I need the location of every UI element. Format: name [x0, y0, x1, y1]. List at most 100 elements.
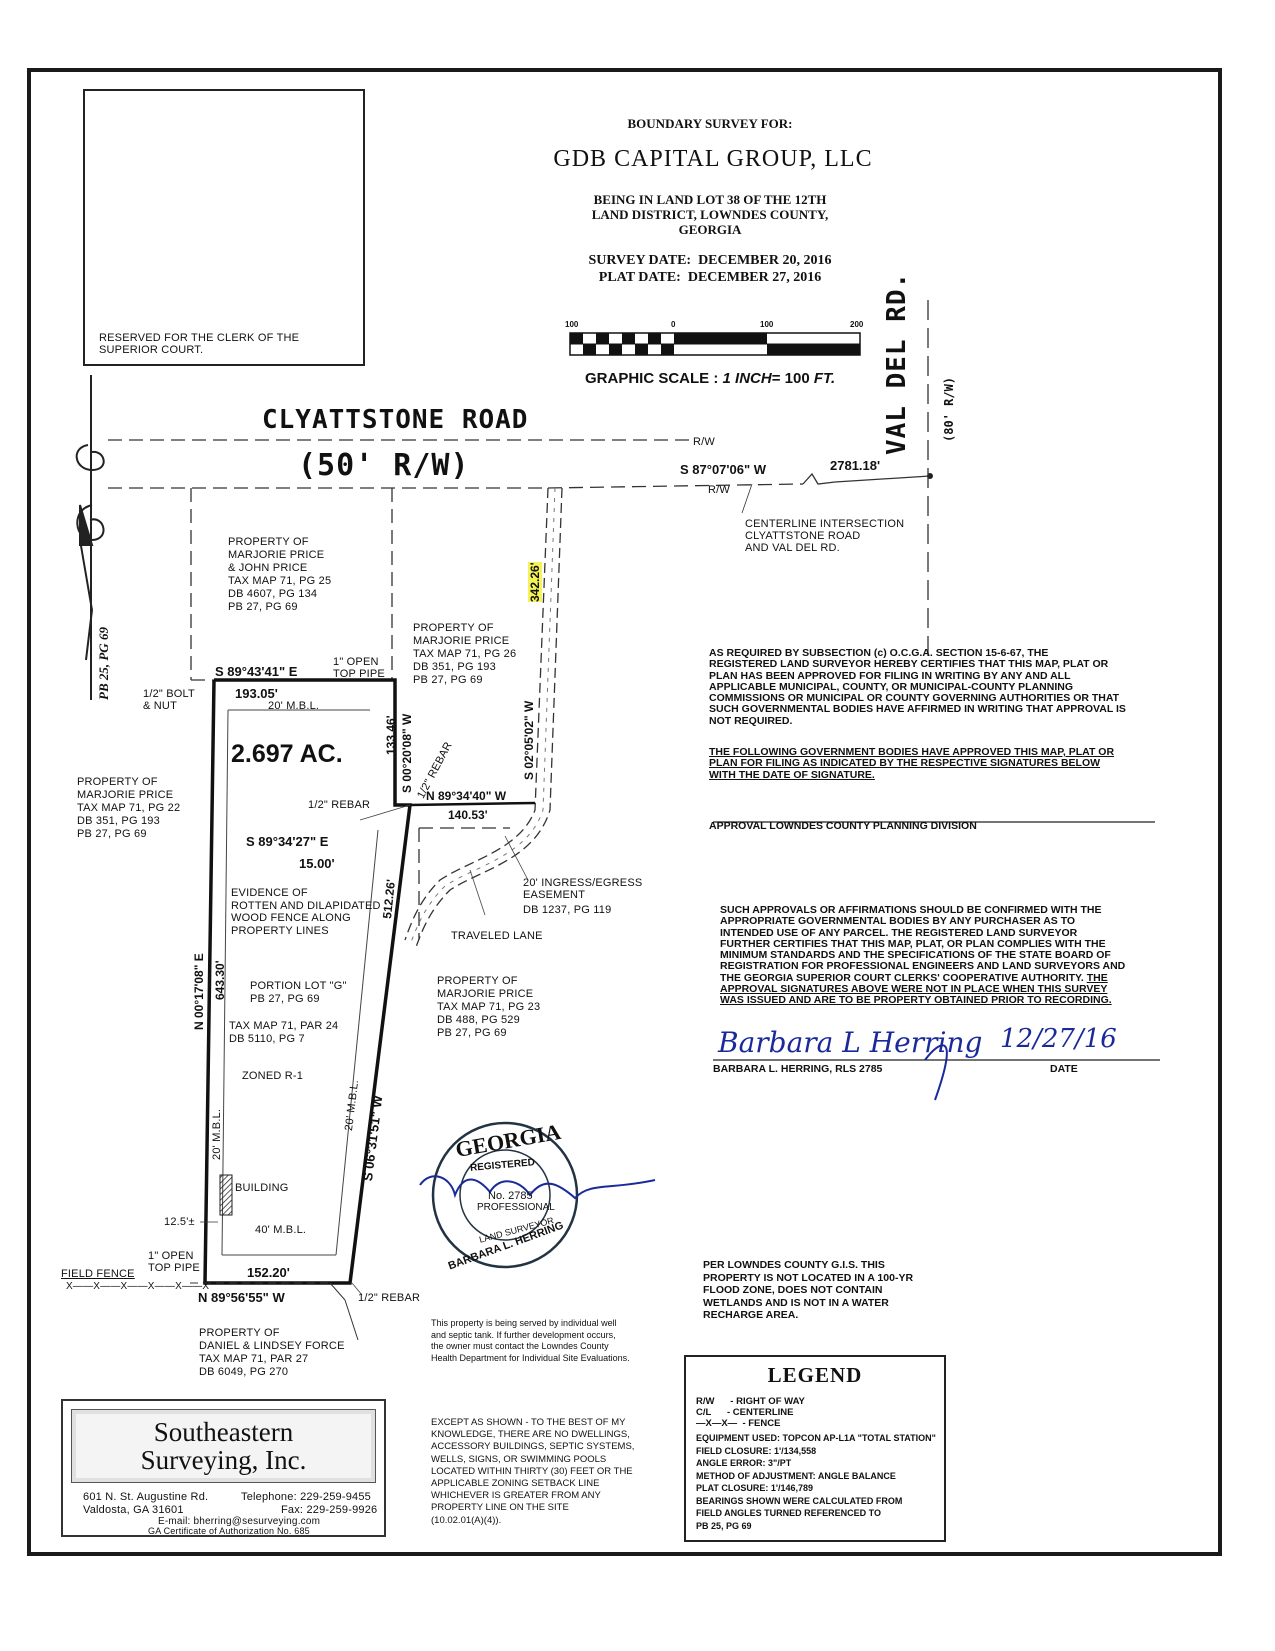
parcel-west-line: PROPERTY OF [77, 776, 158, 788]
scale-label-100: 100 [760, 320, 774, 329]
cert-line: PLAN FOR FILING AS INDICATED BY THE RESP… [709, 757, 1101, 770]
centerline-leader [741, 483, 753, 514]
parcel-northeast-line: TAX MAP 71, PG 26 [413, 648, 517, 660]
road-row-clyattstone: (50' R/W) [298, 448, 470, 483]
certification-paragraph-1: AS REQUIRED BY SUBSECTION (c) O.C.G.A. S… [709, 647, 1126, 727]
parcel-west: PROPERTY OF MARJORIE PRICE TAX MAP 71, P… [77, 776, 180, 841]
parcel-northeast-line: PROPERTY OF [413, 622, 494, 634]
flood-zone-note: PER LOWNDES COUNTY G.I.S. THIS PROPERTY … [703, 1259, 913, 1322]
parcel-northeast-line: DB 351, PG 193 [413, 661, 496, 673]
easement-distance: 342.26' [528, 562, 542, 602]
survey-for-heading: BOUNDARY SURVEY FOR: [627, 116, 793, 131]
jog-bearing: N 89°34'40" W [426, 789, 507, 803]
parcel-west-line: DB 351, PG 193 [77, 815, 160, 827]
cert-line: INTENDED USE OF ANY PARCEL. THE REGISTER… [720, 926, 1078, 939]
parcel-northeast-line: MARJORIE PRICE [413, 635, 510, 647]
legend-line: FIELD ANGLES TURNED REFERENCED TO [696, 1508, 882, 1518]
flood-line: FLOOD ZONE, DOES NOT CONTAIN [703, 1284, 883, 1296]
cert-line: REGISTERED LAND SURVEYOR HEREBY CERTIFIE… [709, 658, 1109, 671]
field-fence-label: FIELD FENCE [61, 1268, 135, 1280]
company-logo-panel: Southeastern Surveying, Inc. [71, 1409, 376, 1483]
parcel-south-line: DANIEL & LINDSEY FORCE [199, 1340, 345, 1352]
scale-label-100-left: 100 [565, 320, 579, 329]
acreage: 2.697 AC. [231, 740, 343, 768]
parcel-north-line: PB 27, PG 69 [228, 601, 298, 613]
legend-line: PLAT CLOSURE: 1'/146,789 [696, 1483, 814, 1493]
tax-map-2: DB 5110, PG 7 [229, 1033, 305, 1045]
cert-line: WAS ISSUED AND ARE TO BE PROPERTY OBTAIN… [720, 994, 1112, 1007]
fence-note-4: PROPERTY LINES [231, 925, 329, 937]
flood-line: WETLANDS AND IS NOT IN A WATER [703, 1296, 889, 1309]
fence-note-2: ROTTEN AND DILAPIDATED [231, 900, 381, 912]
easement-note-3: DB 1237, PG 119 [523, 904, 612, 916]
traveled-lane-label: TRAVELED LANE [451, 930, 543, 942]
legend-rw: R/W - RIGHT OF WAY [696, 1396, 805, 1407]
legend-line: ANGLE ERROR: 3"/PT [696, 1458, 792, 1468]
parcel-north: PROPERTY OF MARJORIE PRICE & JOHN PRICE … [228, 536, 331, 614]
open-top-pipe-south-1: 1" OPEN [148, 1250, 194, 1262]
rw-label-bottom: R/W [708, 484, 730, 496]
parcel-south-line: PROPERTY OF [199, 1327, 280, 1339]
north-line-distance: 193.05' [235, 686, 278, 701]
tax-map-1: TAX MAP 71, PAR 24 [229, 1020, 339, 1032]
except-line: APPLICABLE ZONING SETBACK LINE [431, 1478, 600, 1490]
company-name-1: Southeastern [153, 1417, 294, 1447]
plat-border [27, 68, 1222, 1556]
building-label: BUILDING [235, 1182, 289, 1194]
location-line-2: LAND DISTRICT, LOWNDES COUNTY, [591, 207, 829, 222]
clerk-reserved-box: RESERVED FOR THE CLERK OF THE SUPERIOR C… [83, 89, 365, 366]
centerline-note-2: CLYATTSTONE ROAD [745, 530, 861, 542]
surveying-company-block: Southeastern Surveying, Inc. 601 N. St. … [61, 1399, 386, 1537]
cert-line: COMMISSIONS OR MUNICIPAL OR COUNTY GOVER… [709, 692, 1120, 705]
cert-line: REGISTRATION FOR PROFESSIONAL ENGINEERS … [720, 960, 1126, 973]
easement-note-1: 20' INGRESS/EGRESS [523, 877, 643, 889]
building-footprint [219, 1174, 233, 1216]
surveyor-name: BARBARA L. HERRING, RLS 2785 [713, 1063, 883, 1075]
west-line-bearing: N 00°17'08" E [192, 953, 206, 1030]
company-name-2: Surveying, Inc. [140, 1445, 307, 1475]
parcel-east-line: DB 488, PG 529 [437, 1014, 520, 1026]
bolt-label-2: & NUT [143, 700, 177, 712]
parcel-south-line: TAX MAP 71, PAR 27 [199, 1353, 309, 1365]
easement-note-2: EASEMENT [523, 889, 586, 901]
cert-line: FURTHER CERTIFIES THAT THIS MAP, PLAT, O… [720, 937, 1106, 950]
open-top-pipe-south-2: TOP PIPE [148, 1262, 200, 1274]
parcel-north-line: MARJORIE PRICE [228, 549, 325, 561]
zoned-label: ZONED R-1 [242, 1070, 304, 1082]
cert-line: APPROVAL SIGNATURES ABOVE WERE NOT IN PL… [720, 983, 1108, 996]
parcel-west-line: MARJORIE PRICE [77, 789, 174, 801]
parcel-east-line: TAX MAP 71, PG 23 [437, 1001, 541, 1013]
parcel-north-line: PROPERTY OF [228, 536, 309, 548]
north-arrow [75, 375, 105, 700]
road-name-val-del: VAL DEL RD. [882, 271, 912, 455]
flood-line: RECHARGE AREA. [703, 1309, 799, 1321]
parcel-east-line: MARJORIE PRICE [437, 988, 534, 1000]
well-line: and septic tank. If further development … [431, 1329, 616, 1340]
cert-line: MINIMUM STANDARDS AND THE SPECIFICATIONS… [720, 949, 1111, 962]
road-row-val-del: (80' R/W) [942, 376, 956, 442]
legend-line: PB 25, PG 69 [696, 1520, 752, 1531]
legend-line: FIELD CLOSURE: 1'/134,558 [696, 1445, 817, 1456]
rebar-se-label: 1/2" REBAR [358, 1292, 421, 1304]
company-address-1: 601 N. St. Augustine Rd. [83, 1491, 209, 1503]
field-fence-line: X——X——X——X——X——X [66, 1281, 210, 1292]
jog-distance: 140.53' [448, 808, 488, 822]
clerk-text-2: SUPERIOR COURT. [99, 344, 204, 356]
seal-signature [419, 1175, 656, 1200]
seal-number: No. 2785 [488, 1190, 533, 1202]
scale-label-0: 0 [671, 320, 676, 329]
company-phone: Telephone: 229-259-9455 [241, 1491, 371, 1503]
clerk-text-1: RESERVED FOR THE CLERK OF THE [99, 332, 300, 344]
mbl-west: 20' M.B.L. [211, 1108, 223, 1160]
approval-planning-division: APPROVAL LOWNDES COUNTY PLANNING DIVISIO… [709, 820, 977, 832]
company-email: E-mail: bherring@sesurveying.com [158, 1516, 321, 1527]
cert-line: SUCH APPROVALS OR AFFIRMATIONS SHOULD BE… [720, 904, 1102, 916]
jog-line [409, 801, 536, 807]
seal-professional: PROFESSIONAL [477, 1202, 555, 1213]
except-line: WHICHEVER IS GREATER FROM ANY [431, 1490, 601, 1502]
except-line: EXCEPT AS SHOWN - TO THE BEST OF MY [431, 1417, 626, 1428]
location-line-3: GEORGIA [678, 222, 742, 237]
mbl-south: 40' M.B.L. [255, 1224, 307, 1236]
legend-survey-info: EQUIPMENT USED: TOPCON AP-L1A "TOTAL STA… [696, 1432, 936, 1532]
